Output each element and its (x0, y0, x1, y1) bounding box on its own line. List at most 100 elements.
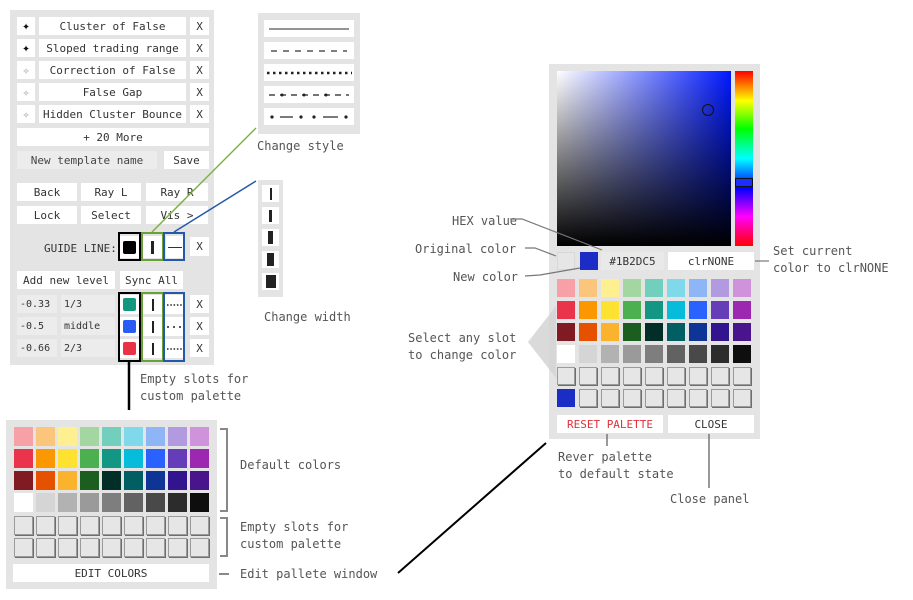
level-style-button[interactable] (165, 339, 184, 358)
palette-color-swatch[interactable] (102, 493, 121, 512)
level-color-button[interactable] (120, 339, 139, 358)
editor-empty-slot[interactable] (689, 389, 707, 407)
picker-cursor-icon[interactable] (702, 104, 714, 116)
level-name-input[interactable]: middle (61, 317, 115, 335)
template-remove-button[interactable]: X (190, 39, 209, 57)
palette-empty-slot[interactable] (80, 538, 99, 557)
level-name-input[interactable]: 2/3 (61, 339, 115, 357)
editor-empty-slot[interactable] (601, 389, 619, 407)
template-remove-button[interactable]: X (190, 83, 209, 101)
editor-color-swatch[interactable] (733, 345, 751, 363)
guide-width-button[interactable] (142, 236, 162, 258)
palette-color-swatch[interactable] (124, 471, 143, 490)
editor-empty-slot[interactable] (601, 367, 619, 385)
editor-color-swatch[interactable] (645, 301, 663, 319)
style-option-solid[interactable] (264, 20, 354, 37)
editor-empty-slot[interactable] (667, 367, 685, 385)
editor-empty-slot[interactable] (733, 389, 751, 407)
guide-remove-button[interactable]: X (190, 237, 209, 256)
width-option-1[interactable] (262, 185, 279, 202)
palette-color-swatch[interactable] (36, 471, 55, 490)
editor-color-swatch[interactable] (579, 301, 597, 319)
editor-color-swatch[interactable] (557, 345, 575, 363)
palette-color-swatch[interactable] (58, 493, 77, 512)
template-remove-button[interactable]: X (190, 61, 209, 79)
palette-color-swatch[interactable] (124, 449, 143, 468)
editor-empty-slot[interactable] (645, 367, 663, 385)
editor-color-swatch[interactable] (623, 323, 641, 341)
editor-empty-slot[interactable] (733, 367, 751, 385)
template-item[interactable]: Hidden Cluster Bounce (39, 105, 186, 123)
clrnone-button[interactable]: clrNONE (668, 252, 754, 270)
editor-color-swatch[interactable] (711, 301, 729, 319)
editor-color-swatch[interactable] (557, 301, 575, 319)
palette-color-swatch[interactable] (80, 493, 99, 512)
palette-color-swatch[interactable] (80, 427, 99, 446)
template-remove-button[interactable]: X (190, 17, 209, 35)
editor-empty-slot[interactable] (623, 367, 641, 385)
editor-color-swatch[interactable] (645, 345, 663, 363)
ray-left-button[interactable]: Ray L (81, 183, 141, 201)
width-option-3[interactable] (262, 229, 279, 246)
palette-empty-slot[interactable] (14, 516, 33, 535)
level-color-button[interactable] (120, 295, 139, 314)
palette-color-swatch[interactable] (14, 427, 33, 446)
ray-right-button[interactable]: Ray R (146, 183, 208, 201)
level-width-button[interactable] (143, 339, 162, 358)
palette-empty-slot[interactable] (146, 538, 165, 557)
palette-color-swatch[interactable] (102, 427, 121, 446)
sync-all-button[interactable]: Sync All (120, 271, 183, 289)
editor-color-swatch[interactable] (667, 345, 685, 363)
editor-color-swatch[interactable] (601, 279, 619, 297)
palette-color-swatch[interactable] (36, 427, 55, 446)
add-level-button[interactable]: Add new level (17, 271, 115, 289)
editor-color-swatch[interactable] (579, 345, 597, 363)
editor-color-swatch[interactable] (557, 279, 575, 297)
editor-empty-slot[interactable] (557, 367, 575, 385)
level-value-input[interactable]: -0.33 (17, 295, 57, 313)
editor-color-swatch[interactable] (711, 345, 729, 363)
palette-color-swatch[interactable] (80, 449, 99, 468)
guide-color-button[interactable] (119, 236, 139, 258)
level-value-input[interactable]: -0.66 (17, 339, 57, 357)
palette-color-swatch[interactable] (168, 493, 187, 512)
palette-color-swatch[interactable] (168, 427, 187, 446)
more-templates-button[interactable]: + 20 More (17, 128, 209, 146)
palette-empty-slot[interactable] (124, 516, 143, 535)
template-item[interactable]: Cluster of False (39, 17, 186, 35)
palette-empty-slot[interactable] (190, 538, 209, 557)
palette-color-swatch[interactable] (80, 471, 99, 490)
style-option-dash-dot[interactable] (264, 86, 354, 103)
palette-color-swatch[interactable] (124, 493, 143, 512)
palette-color-swatch[interactable] (168, 471, 187, 490)
palette-color-swatch[interactable] (58, 449, 77, 468)
reset-palette-button[interactable]: RESET PALETTE (557, 415, 663, 433)
palette-empty-slot[interactable] (168, 516, 187, 535)
lock-button[interactable]: Lock (17, 206, 77, 224)
editor-color-swatch[interactable] (711, 323, 729, 341)
palette-empty-slot[interactable] (36, 538, 55, 557)
level-width-button[interactable] (143, 295, 162, 314)
saturation-value-picker[interactable] (557, 71, 731, 246)
palette-color-swatch[interactable] (102, 471, 121, 490)
palette-empty-slot[interactable] (58, 516, 77, 535)
style-option-dotted[interactable] (264, 64, 354, 81)
editor-empty-slot[interactable] (711, 389, 729, 407)
editor-color-swatch[interactable] (601, 301, 619, 319)
visibility-button[interactable]: Vis > (146, 206, 208, 224)
editor-empty-slot[interactable] (689, 367, 707, 385)
level-name-input[interactable]: 1/3 (61, 295, 115, 313)
editor-empty-slot[interactable] (623, 389, 641, 407)
template-favorite-button[interactable]: ✦ (17, 17, 35, 35)
save-template-button[interactable]: Save (164, 151, 209, 169)
hex-value-input[interactable]: #1B2DC5 (601, 252, 664, 270)
editor-empty-slot[interactable] (579, 367, 597, 385)
palette-color-swatch[interactable] (190, 471, 209, 490)
guide-style-button[interactable] (166, 236, 184, 258)
palette-color-swatch[interactable] (14, 471, 33, 490)
editor-color-swatch[interactable] (733, 323, 751, 341)
editor-color-swatch[interactable] (689, 345, 707, 363)
palette-color-swatch[interactable] (124, 427, 143, 446)
template-item[interactable]: False Gap (39, 83, 186, 101)
editor-color-swatch[interactable] (579, 323, 597, 341)
